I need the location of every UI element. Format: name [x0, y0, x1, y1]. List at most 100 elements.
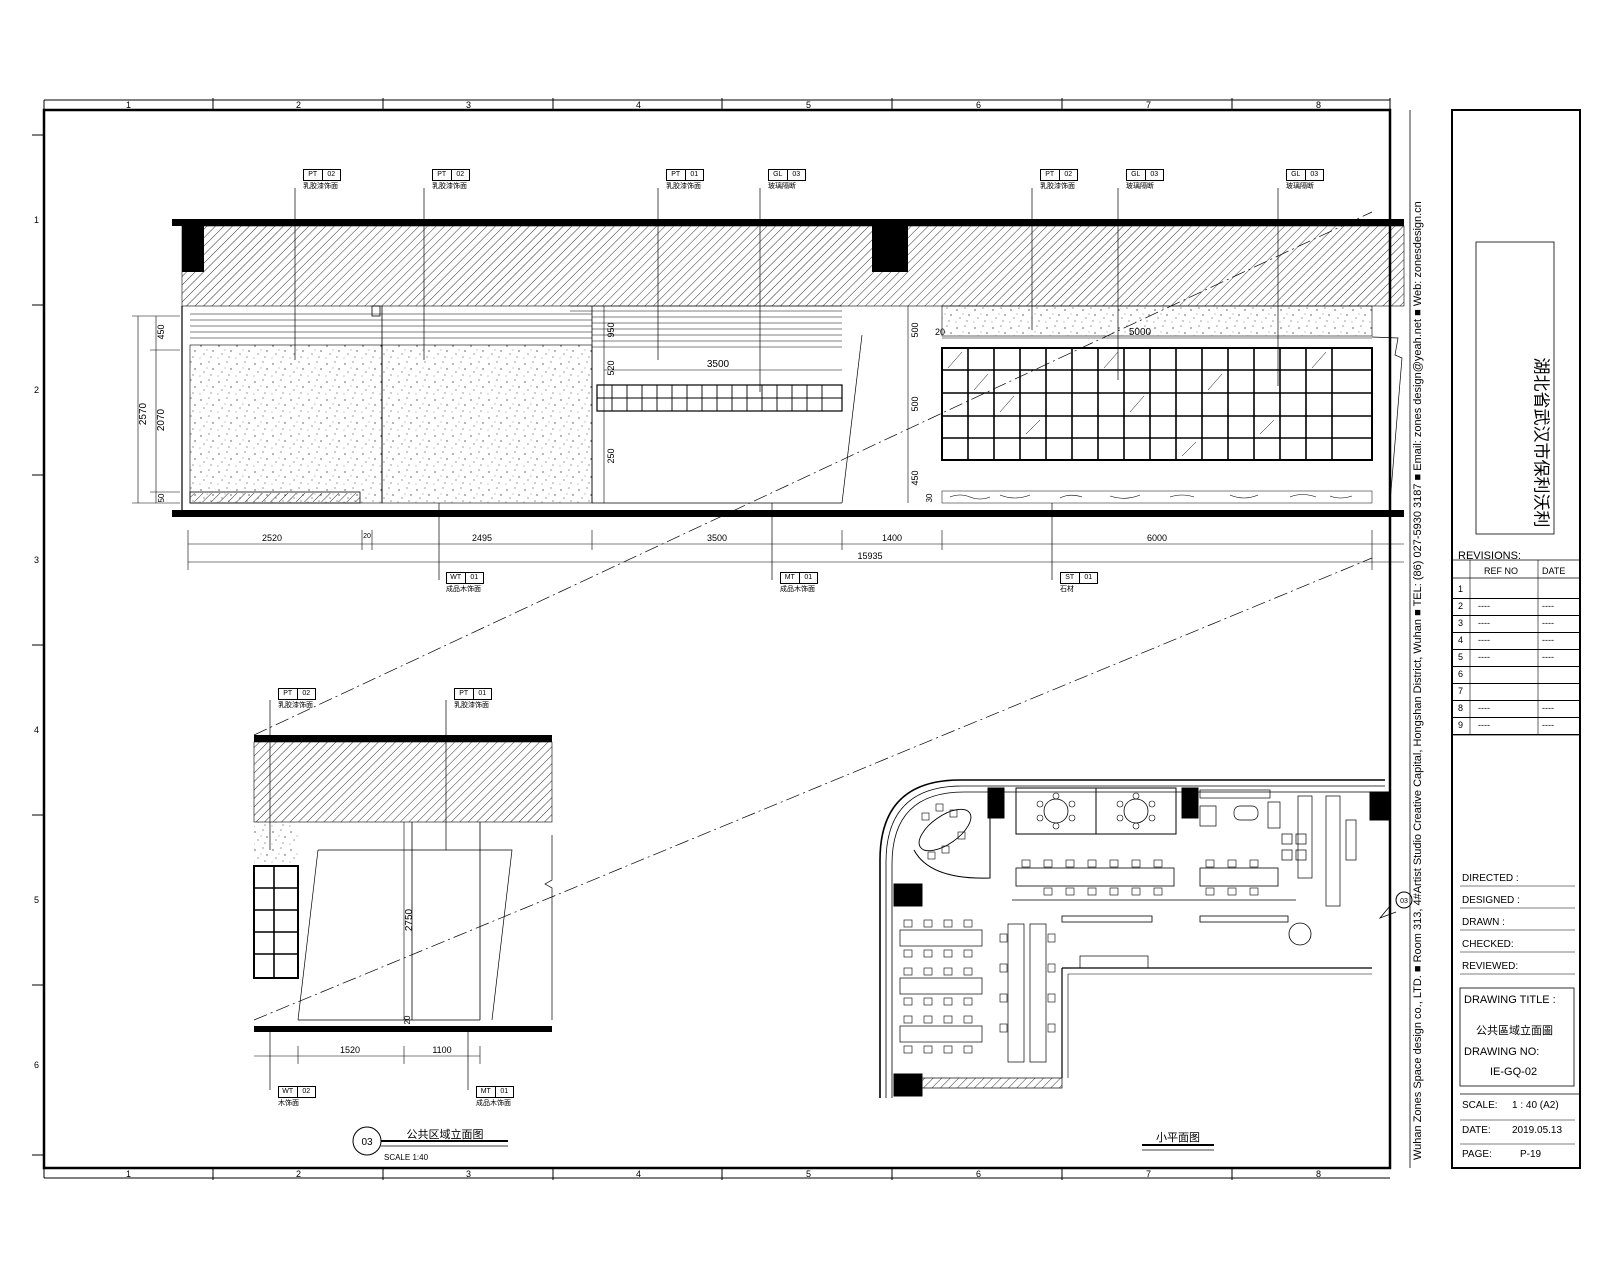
plan-marker: 03 — [1400, 898, 1408, 905]
detail-bottom-1-tag: MT 01 成品木饰面 — [476, 1086, 514, 1108]
row-label-5: 5 — [34, 895, 40, 905]
detail-bottom-0-desc: 木饰面 — [278, 1100, 299, 1107]
detail-top-0-num: 02 — [302, 690, 311, 697]
col-label-bottom-8: 8 — [1316, 1169, 1322, 1179]
dim-2070: 2070 — [156, 408, 167, 431]
detail-bottom-1-desc: 成品木饰面 — [476, 1100, 511, 1107]
elev-top-6-code: GL — [1287, 170, 1306, 180]
revisions-label: REVISIONS: — [1458, 550, 1521, 562]
rev-row-divider — [1452, 666, 1580, 667]
rev-row-no: 3 — [1458, 618, 1464, 628]
rev-row-ref: ---- — [1478, 635, 1490, 645]
detail-bottom-0-code: WT — [279, 1087, 298, 1097]
detail-dim-1100: 1100 — [432, 1045, 451, 1055]
rev-row-date: ---- — [1542, 601, 1554, 611]
scale-label: SCALE: — [1462, 1100, 1498, 1111]
column-left — [182, 226, 204, 272]
rev-header-ref: REF NO — [1484, 566, 1519, 576]
col-label-bottom-4: 4 — [636, 1169, 642, 1179]
col-label-bottom-6: 6 — [976, 1169, 982, 1179]
detail-bottom-0-num: 02 — [302, 1088, 311, 1095]
row-label-1: 1 — [34, 215, 40, 225]
col-label-bottom-1: 1 — [126, 1169, 132, 1179]
rev-row-no: 5 — [1458, 652, 1464, 662]
rev-row-no: 9 — [1458, 720, 1464, 730]
rev-row-date: ---- — [1542, 703, 1554, 713]
rev-row-date: ---- — [1542, 652, 1554, 662]
col-label-5: 5 — [806, 100, 812, 110]
col-label-bottom-2: 2 — [296, 1169, 302, 1179]
row-label-4: 4 — [34, 725, 40, 735]
elev-bottom-2-num: 01 — [1084, 574, 1093, 581]
col-label-bottom-5: 5 — [806, 1169, 812, 1179]
title-block-frame — [1451, 109, 1581, 1169]
detail-top-0-code: PT — [279, 689, 298, 699]
floor-plan — [879, 779, 1413, 1151]
elev-top-6-num: 03 — [1310, 171, 1319, 178]
drawing-no-label: DRAWING NO: — [1464, 1046, 1540, 1058]
elev-top-1-num: 02 — [456, 171, 465, 178]
detail-dim-20: 20 — [403, 1015, 412, 1024]
hdim-3500: 3500 — [707, 533, 727, 543]
col-label-bottom-3: 3 — [466, 1169, 472, 1179]
hdim-1400: 1400 — [882, 533, 902, 543]
elev-bottom-0-code: WT — [447, 573, 466, 583]
directed-label: DIRECTED : — [1462, 873, 1519, 884]
hdim-6000: 6000 — [1147, 533, 1167, 543]
elev-bottom-1-code: MT — [781, 573, 800, 583]
detail-dim-1520: 1520 — [340, 1045, 360, 1055]
rev-row-ref: ---- — [1478, 618, 1490, 628]
rev-row-no: 8 — [1458, 703, 1464, 713]
elev-top-5-num: 03 — [1150, 171, 1159, 178]
detail-top-0-tag: PT 02 乳胶漆饰面 — [278, 688, 316, 710]
elev-top-3-num: 03 — [792, 171, 801, 178]
detail-bottom-1-num: 01 — [500, 1088, 509, 1095]
elev-top-4-code: PT — [1041, 170, 1060, 180]
dim-450: 450 — [156, 324, 166, 339]
row-label-6: 6 — [34, 1060, 40, 1070]
rev-row-divider — [1452, 700, 1580, 701]
detail-bottom-1-code: MT — [477, 1087, 496, 1097]
detail-top-1-desc: 乳胶漆饰面 — [454, 702, 489, 709]
hdim-total: 15935 — [857, 551, 882, 561]
rev-row-no: 7 — [1458, 686, 1464, 696]
elev-top-5-code: GL — [1127, 170, 1146, 180]
dim-500a: 500 — [910, 322, 920, 337]
col-label-6: 6 — [976, 100, 982, 110]
dim-950: 950 — [606, 322, 616, 337]
rev-header-date: DATE — [1542, 566, 1566, 576]
dim-450b: 450 — [910, 470, 920, 485]
elev-top-2-code: PT — [667, 170, 686, 180]
col-label-7: 7 — [1146, 100, 1152, 110]
elev-bottom-1-desc: 成品木饰面 — [780, 586, 815, 593]
grid-ticks — [32, 98, 1391, 1180]
rev-row-ref: ---- — [1478, 652, 1490, 662]
elev-top-1-code: PT — [433, 170, 452, 180]
col-label-3: 3 — [466, 100, 472, 110]
detail-top-0-desc: 乳胶漆饰面 — [278, 702, 313, 709]
col-label-1: 1 — [126, 100, 132, 110]
detail-title-number: 03 — [361, 1137, 373, 1148]
elev-top-0-code: PT — [304, 170, 323, 180]
rev-row-ref: ---- — [1478, 720, 1490, 730]
rev-row-divider — [1452, 717, 1580, 718]
detail-title: 公共区域立面图 — [407, 1127, 484, 1141]
elev-bottom-0-num: 01 — [470, 574, 479, 581]
checked-label: CHECKED: — [1462, 939, 1514, 950]
rev-row-divider — [1452, 632, 1580, 633]
elev-bottom-0-desc: 成品木饰面 — [446, 586, 481, 593]
rev-row-divider — [1452, 734, 1580, 735]
elev-bottom-2-desc: 石材 — [1060, 586, 1074, 593]
col-label-4: 4 — [636, 100, 642, 110]
elev-top-3-code: GL — [769, 170, 788, 180]
